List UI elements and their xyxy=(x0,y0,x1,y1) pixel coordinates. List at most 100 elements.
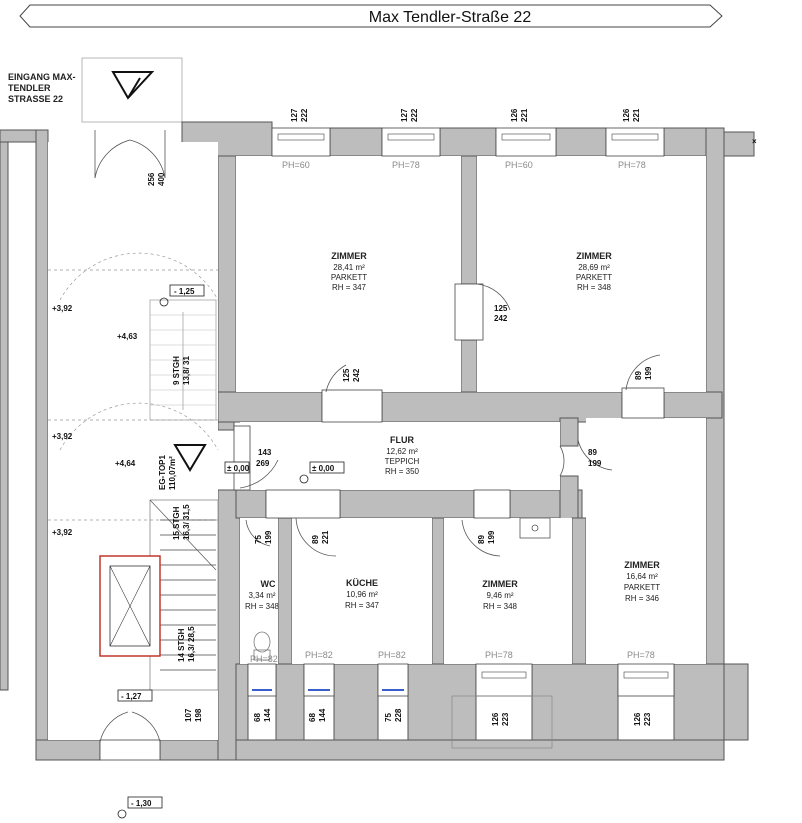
door-dim-2-h: 242 xyxy=(494,314,508,323)
level-6: +3,92 xyxy=(52,528,73,537)
window-dim-7-w: 75 xyxy=(384,713,393,722)
unit-label: EG-TOP1 xyxy=(158,454,167,490)
plan-title: Max Tendler-Straße 22 xyxy=(369,9,532,26)
room-3-name: FLUR xyxy=(390,435,414,445)
window-dim-2-h: 222 xyxy=(410,108,419,122)
room-6-area: 9,46 m² xyxy=(486,591,513,600)
parapet-8: PH=78 xyxy=(485,650,513,660)
parapet-2: PH=78 xyxy=(392,160,420,170)
window-dim-3-w: 126 xyxy=(510,108,519,122)
door-dim-3-h: 242 xyxy=(352,368,361,382)
room-4-name: WC xyxy=(261,579,276,589)
room-6-rh: RH = 348 xyxy=(483,602,518,611)
parapet-3: PH=60 xyxy=(505,160,533,170)
level-5: +4,64 xyxy=(115,459,136,468)
room-5-name: KÜCHE xyxy=(346,578,378,588)
door-dim-6-h: 199 xyxy=(588,459,602,468)
level-4: +3,92 xyxy=(52,432,73,441)
door-dim-3-w: 125 xyxy=(342,368,351,382)
level-9: - 1,27 xyxy=(121,692,142,701)
stair-1-ratio: 13,8/ 31 xyxy=(182,356,191,385)
fixtures xyxy=(253,517,551,661)
walls xyxy=(0,121,755,761)
stair-2-count: 15 STGH xyxy=(172,506,181,540)
window-dim-3-h: 221 xyxy=(520,108,529,122)
exterior-mark: × xyxy=(752,137,757,146)
room-7-rh: RH = 346 xyxy=(625,594,660,603)
door-dim-4-w: 89 xyxy=(634,371,643,380)
parapet-1: PH=60 xyxy=(282,160,310,170)
door-dim-6-w: 89 xyxy=(588,448,597,457)
window-dim-9-h: 223 xyxy=(643,712,652,726)
level-1: - 1,25 xyxy=(174,287,195,296)
entrance-arrow-icon xyxy=(111,71,155,100)
room-5-rh: RH = 347 xyxy=(345,601,380,610)
room-2-name: ZIMMER xyxy=(576,251,612,261)
room-2-floor: PARKETT xyxy=(576,273,612,282)
parapet-6: PH=82 xyxy=(305,650,333,660)
title-banner xyxy=(19,4,723,28)
level-3: +4,63 xyxy=(117,332,138,341)
parapet-5: PH=82 xyxy=(250,654,278,664)
stair-3-ratio: 16,3/ 28,5 xyxy=(187,626,196,662)
window-dim-6-w: 68 xyxy=(308,713,317,722)
entrance-label-1: EINGANG MAX- xyxy=(8,72,76,82)
unit-area: 110,07m² xyxy=(168,456,177,490)
window-dim-2-w: 127 xyxy=(400,108,409,122)
door-dim-7-h: 199 xyxy=(264,530,273,544)
room-7-area: 16,64 m² xyxy=(626,572,658,581)
room-7-floor: PARKETT xyxy=(624,583,660,592)
room-labels: ZIMMER 28,41 m² PARKETT RH = 347 ZIMMER … xyxy=(245,251,660,611)
level-markers xyxy=(117,284,345,819)
room-1-area: 28,41 m² xyxy=(333,263,365,272)
room-6-name: ZIMMER xyxy=(482,579,518,589)
room-7-name: ZIMMER xyxy=(624,560,660,570)
door-dim-5-h: 269 xyxy=(256,459,270,468)
level-10: - 1,30 xyxy=(131,799,152,808)
window-dim-1-h: 222 xyxy=(300,108,309,122)
parapet-7: PH=82 xyxy=(378,650,406,660)
door-dim-1-h: 400 xyxy=(157,172,166,186)
door-dim-2-w: 125 xyxy=(494,304,508,313)
room-2-area: 28,69 m² xyxy=(578,263,610,272)
stair-2-ratio: 16,3/ 31,5 xyxy=(182,504,191,540)
doors xyxy=(94,130,665,761)
room-4-area: 3,34 m² xyxy=(248,591,275,600)
room-3-area: 12,62 m² xyxy=(386,447,418,456)
level-7: ± 0,00 xyxy=(227,464,250,473)
room-2-rh: RH = 348 xyxy=(577,283,612,292)
door-dim-1-w: 256 xyxy=(147,172,156,186)
window-dim-4-w: 126 xyxy=(622,108,631,122)
stairwell xyxy=(48,252,219,691)
level-8: ± 0,00 xyxy=(312,464,335,473)
window-dim-8-w: 126 xyxy=(491,712,500,726)
entrance-label-3: STRASSE 22 xyxy=(8,94,63,104)
door-dim-10-h: 198 xyxy=(194,708,203,722)
door-dim-9-h: 199 xyxy=(487,530,496,544)
door-dim-9-w: 89 xyxy=(477,535,486,544)
window-dim-9-w: 126 xyxy=(633,712,642,726)
window-dim-4-h: 221 xyxy=(632,108,641,122)
door-dim-8-h: 221 xyxy=(321,530,330,544)
room-4-rh: RH = 348 xyxy=(245,602,280,611)
room-1-floor: PARKETT xyxy=(331,273,367,282)
room-1-name: ZIMMER xyxy=(331,251,367,261)
door-dim-8-w: 89 xyxy=(311,535,320,544)
door-dim-7-w: 75 xyxy=(254,535,263,544)
top-windows xyxy=(271,127,665,157)
door-dim-4-h: 199 xyxy=(644,366,653,380)
window-dim-8-h: 223 xyxy=(501,712,510,726)
entrance-label-2: TENDLER xyxy=(8,83,51,93)
room-3-floor: TEPPICH xyxy=(385,457,420,466)
parapet-9: PH=78 xyxy=(627,650,655,660)
room-1-rh: RH = 347 xyxy=(332,283,367,292)
stair-1-count: 9 STGH xyxy=(172,356,181,385)
door-dim-5-w: 143 xyxy=(258,448,272,457)
room-5-area: 10,96 m² xyxy=(346,590,378,599)
stair-3-count: 14 STGH xyxy=(177,628,186,662)
bottom-windows xyxy=(247,663,675,749)
window-dim-1-w: 127 xyxy=(290,108,299,122)
window-dim-6-h: 144 xyxy=(318,708,327,722)
